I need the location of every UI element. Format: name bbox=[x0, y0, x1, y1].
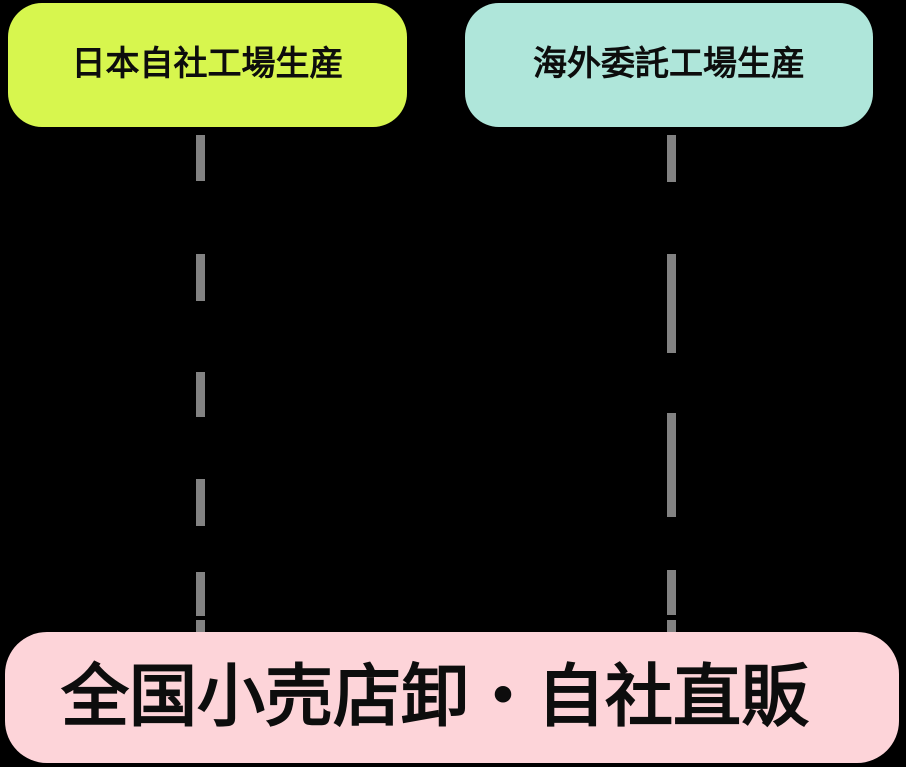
connector-dash bbox=[667, 135, 676, 182]
connector-dash bbox=[196, 620, 205, 632]
node-overseas-production-label: 海外委託工場生産 bbox=[533, 45, 805, 84]
connector-dash bbox=[196, 372, 205, 417]
connector-dash bbox=[196, 572, 205, 616]
connector-dash bbox=[667, 570, 676, 615]
connector-dash bbox=[196, 254, 205, 301]
node-domestic-production: 日本自社工場生産 bbox=[8, 3, 407, 127]
connector-dash bbox=[196, 479, 205, 526]
connector-dash bbox=[667, 620, 676, 632]
connector-dash bbox=[196, 135, 205, 181]
node-nationwide-sales-label: 全国小売店卸・自社直販 bbox=[60, 659, 809, 736]
connector-dash bbox=[667, 413, 676, 517]
node-overseas-production: 海外委託工場生産 bbox=[465, 3, 873, 127]
node-nationwide-sales: 全国小売店卸・自社直販 bbox=[5, 632, 899, 763]
node-domestic-production-label: 日本自社工場生産 bbox=[71, 45, 344, 84]
connector-dash bbox=[667, 254, 676, 353]
